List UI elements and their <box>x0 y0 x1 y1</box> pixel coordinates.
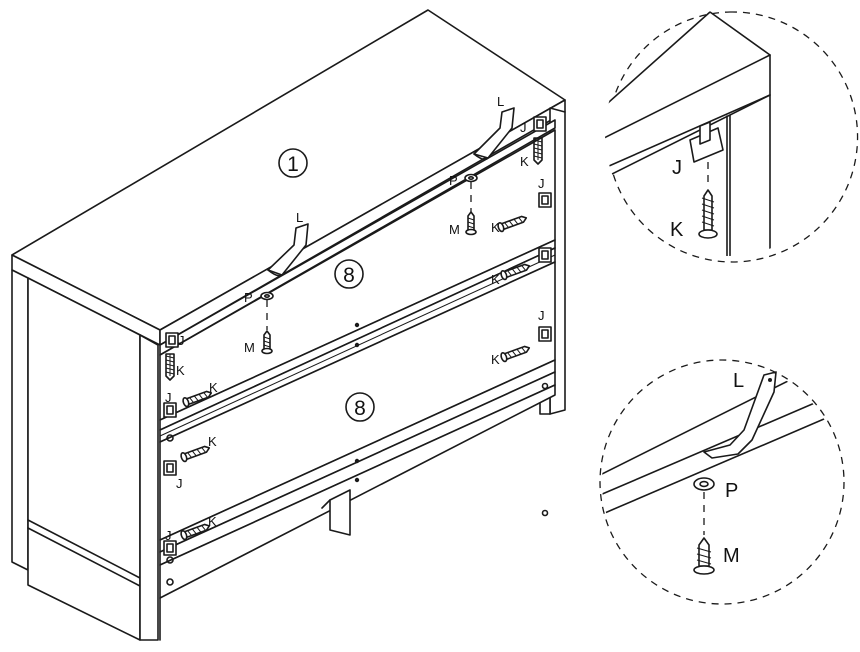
label-k-8: K <box>491 352 500 367</box>
label-k-3: K <box>208 434 217 449</box>
detail-screw-k <box>698 189 718 239</box>
screw-m-right <box>465 211 477 236</box>
main-labels: L L P P M M J K J K J K J K J K J K K J … <box>165 94 545 543</box>
label-j-6: J <box>538 176 545 191</box>
label-l-left: L <box>296 210 303 225</box>
label-k-7: K <box>491 272 500 287</box>
label-j-8: J <box>538 308 545 323</box>
part-number-8-lower: 8 <box>345 392 375 422</box>
label-p-left: P <box>244 290 253 305</box>
bracket-j-7 <box>538 247 552 263</box>
detail-label-p: P <box>725 480 738 502</box>
bottom-rail <box>159 384 556 599</box>
label-j-1: J <box>178 333 185 348</box>
label-k-5: K <box>520 154 529 169</box>
label-m-right: M <box>449 222 460 237</box>
detail-label-k: K <box>670 219 684 241</box>
part-number-8-upper: 8 <box>334 259 364 289</box>
label-k-6: K <box>491 220 500 235</box>
label-k-1: K <box>176 363 185 378</box>
part-number-1: 1 <box>278 148 308 178</box>
detail-washer-p <box>693 477 715 535</box>
handle-left <box>267 223 309 277</box>
detail-screw-m <box>693 537 715 575</box>
bracket-j-5 <box>533 116 547 132</box>
left-side-panel <box>27 277 141 641</box>
label-m-left: M <box>244 340 255 355</box>
label-j-2: J <box>165 390 172 405</box>
label-l-right: L <box>497 94 504 109</box>
bracket-j-1 <box>165 332 179 348</box>
bracket-j-4 <box>163 540 177 556</box>
handle-right <box>473 107 515 161</box>
label-k-4: K <box>208 514 217 529</box>
detail-bracket-j <box>689 121 724 188</box>
bracket-j-3 <box>163 460 177 476</box>
svg-text:8: 8 <box>343 264 355 287</box>
front-left-leg <box>139 334 159 641</box>
svg-text:1: 1 <box>287 153 299 176</box>
label-j-4: J <box>165 528 172 543</box>
screw-m-left <box>261 330 273 355</box>
detail-label-j: J <box>672 157 682 179</box>
detail-handle-l <box>703 371 777 459</box>
label-j-5: J <box>520 120 527 135</box>
washer-p-right <box>464 173 478 212</box>
bracket-j-8 <box>538 326 552 342</box>
bracket-j-6 <box>538 192 552 208</box>
detail-bracket-screw: J K <box>605 11 859 263</box>
washer-p-left <box>260 291 274 330</box>
label-k-2: K <box>209 380 218 395</box>
label-j-3: J <box>176 476 183 491</box>
detail-label-m: M <box>723 545 740 567</box>
bracket-j-2 <box>163 402 177 418</box>
dresser <box>11 9 566 641</box>
svg-text:8: 8 <box>354 397 366 420</box>
label-p-right: P <box>449 173 458 188</box>
detail-handle-screw: L P M <box>599 359 845 605</box>
detail-label-l: L <box>733 370 744 392</box>
left-leg <box>11 269 29 571</box>
